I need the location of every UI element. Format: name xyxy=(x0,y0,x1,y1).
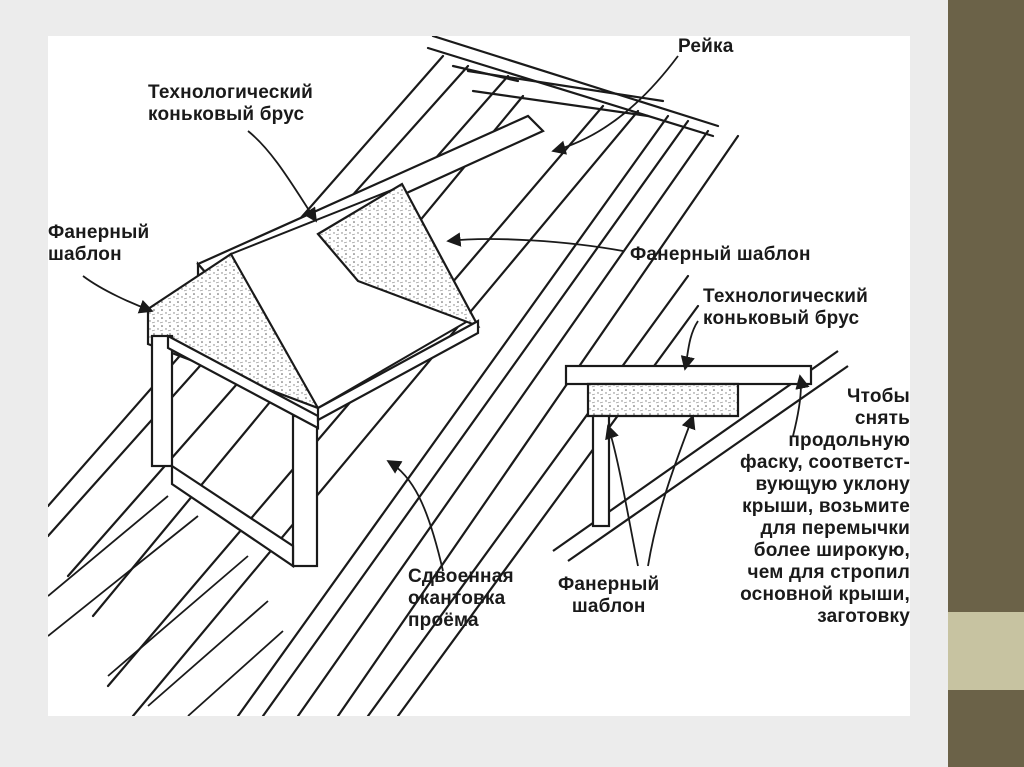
label-ridge-beam-main: Технологический коньковый брус xyxy=(148,82,313,125)
label-plywood-template-left: Фанерный шаблон xyxy=(48,222,150,265)
label-double-framing: Сдвоенная окантовка проёма xyxy=(408,566,514,631)
label-plywood-template-detail: Фанерный шаблон xyxy=(558,574,660,617)
note-bevel-instruction: Чтобы снять продольную фаску, соответст-… xyxy=(740,386,910,627)
roof-dormer-drawing xyxy=(48,36,849,716)
decorative-accent-block xyxy=(948,612,1024,690)
label-plywood-template-right: Фанерный шаблон xyxy=(630,244,811,265)
diagram-panel: Рейка Технологический коньковый брус Фан… xyxy=(48,36,910,716)
label-batten: Рейка xyxy=(678,36,734,57)
label-ridge-beam-detail: Технологический коньковый брус xyxy=(703,286,868,329)
